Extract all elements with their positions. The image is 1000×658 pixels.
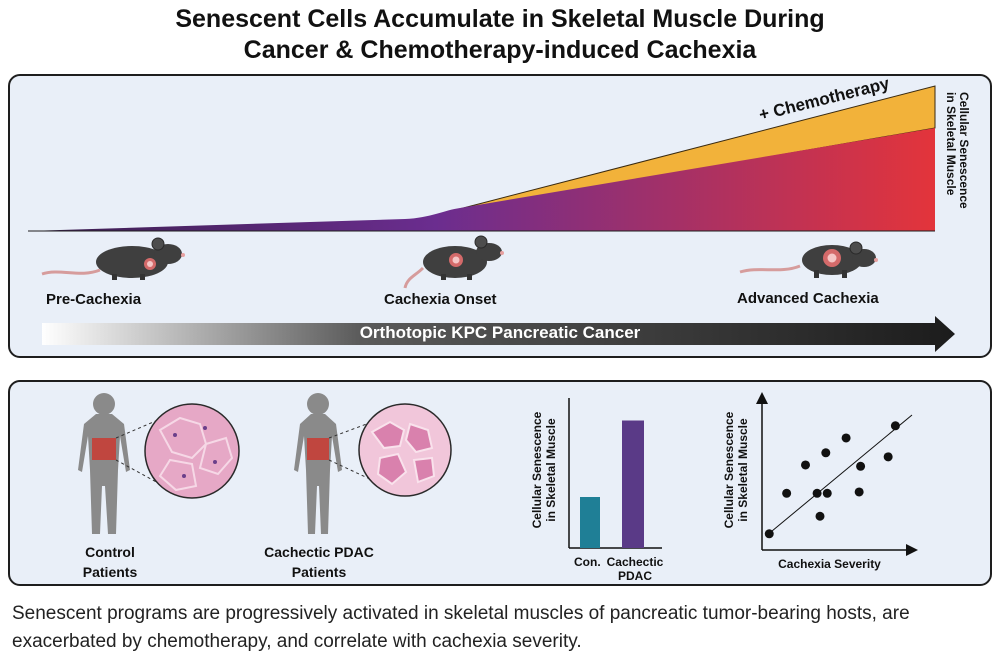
stage-pre-cachexia: Pre-Cachexia	[46, 291, 142, 308]
scatter-point	[883, 452, 893, 462]
bar-cachectic-pdac	[622, 420, 644, 548]
bar-chart-y-label: Cellular Senescence in Skeletal Muscle	[530, 411, 558, 529]
cachectic-muscle-histology	[358, 403, 452, 497]
scatter-chart	[756, 392, 918, 556]
stage-cachexia-onset: Cachexia Onset	[384, 291, 497, 308]
scatter-x-label: Cachexia Severity	[778, 557, 881, 571]
mouse-pre-cachexia	[41, 237, 185, 280]
mouse-advanced-cachexia	[739, 241, 878, 278]
scatter-point	[821, 448, 831, 458]
cancer-progression-arrow	[42, 316, 955, 352]
control-muscle-histology	[144, 403, 240, 499]
scatter-trend-line	[765, 414, 913, 537]
mouse-cachexia-onset	[403, 235, 504, 289]
bar-label-con: Con.	[574, 555, 601, 569]
control-patient-figure	[78, 393, 130, 534]
scatter-point	[801, 460, 810, 470]
senescence-area	[28, 128, 935, 231]
scatter-point	[856, 461, 866, 471]
scatter-point	[815, 511, 825, 521]
cachectic-patients-label: Cachectic PDAC Patients	[264, 544, 374, 580]
scatter-point	[841, 433, 851, 443]
title-line-1: Senescent Cells Accumulate in Skeletal M…	[175, 5, 825, 33]
bar-control	[580, 497, 600, 548]
control-patients-label: Control Patients	[82, 544, 138, 580]
scatter-point	[890, 421, 900, 431]
bar-chart	[568, 398, 662, 549]
scatter-point	[764, 529, 774, 539]
cachectic-patient-figure	[294, 393, 342, 534]
scatter-point	[854, 487, 864, 497]
bar-label-cachectic: Cachectic PDAC	[606, 555, 664, 583]
scatter-point	[812, 488, 822, 498]
scatter-y-label: Cellular Senescence in Skeletal Muscle	[722, 411, 750, 529]
figure-title: Senescent Cells Accumulate in Skeletal M…	[0, 4, 1000, 66]
scatter-point	[822, 488, 832, 498]
figure-caption: Senescent programs are progressively act…	[12, 603, 910, 652]
stage-advanced-cachexia: Advanced Cachexia	[737, 290, 879, 307]
title-line-2: Cancer & Chemotherapy-induced Cachexia	[243, 36, 757, 64]
scatter-point	[782, 488, 792, 498]
arrow-label: Orthotopic KPC Pancreatic Cancer	[359, 323, 641, 342]
